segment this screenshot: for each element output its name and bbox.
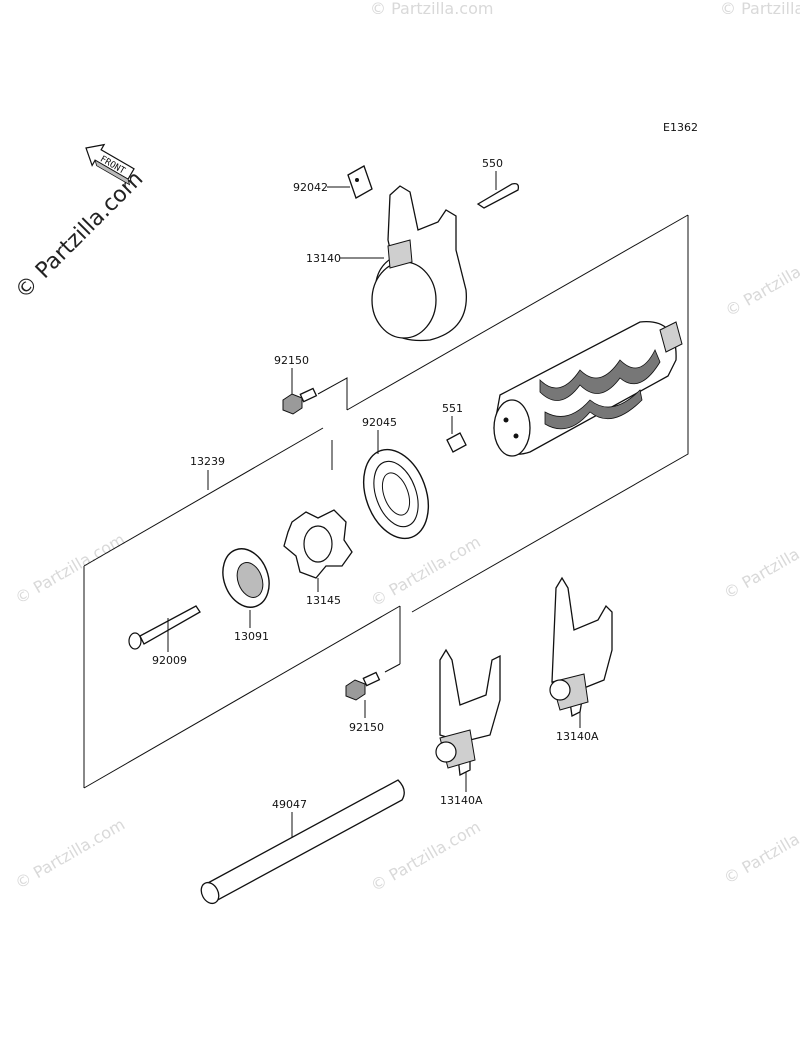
part-551-pin bbox=[446, 416, 467, 453]
watermark: © Partzilla.com bbox=[367, 817, 483, 895]
part-13140-shift-fork bbox=[340, 185, 467, 342]
callout-49047: 49047 bbox=[272, 798, 307, 811]
callout-92150-bottom: 92150 bbox=[349, 721, 384, 734]
callout-92009: 92009 bbox=[152, 654, 187, 667]
callout-13239: 13239 bbox=[190, 455, 225, 468]
part-92009-screw bbox=[128, 605, 201, 652]
part-92045-bearing bbox=[363, 430, 429, 540]
watermark: © Partzilla.com bbox=[720, 0, 800, 18]
callout-550: 550 bbox=[482, 157, 503, 170]
watermark: © Partzilla.com bbox=[367, 532, 483, 610]
watermark: © Partzilla.com bbox=[370, 0, 493, 18]
callout-13140A-right: 13140A bbox=[556, 730, 599, 743]
callout-13091: 13091 bbox=[234, 630, 269, 643]
callout-13145: 13145 bbox=[306, 594, 341, 607]
part-13140A-fork-left bbox=[435, 648, 501, 792]
watermark: © Partzilla.com bbox=[720, 810, 800, 888]
watermark: © Partzilla.com bbox=[722, 242, 800, 320]
part-13145-star-cam bbox=[283, 509, 353, 592]
part-92150-bolt-top bbox=[282, 368, 318, 415]
assembly-outline bbox=[83, 214, 689, 789]
watermark: © Partzilla.com bbox=[12, 815, 128, 893]
part-13140A-fork-right bbox=[549, 576, 613, 728]
part-shift-drum bbox=[493, 321, 683, 457]
part-550-cotter-pin bbox=[476, 171, 520, 209]
copyright-text: © Partzilla.com bbox=[11, 167, 149, 305]
part-92042-pin bbox=[327, 165, 373, 199]
callout-551: 551 bbox=[442, 402, 463, 415]
callout-92042: 92042 bbox=[293, 181, 328, 194]
callout-13140: 13140 bbox=[306, 252, 341, 265]
part-49047-shaft bbox=[200, 779, 405, 905]
diagram-code: E1362 bbox=[663, 121, 698, 134]
part-13091-plate bbox=[222, 548, 270, 628]
watermark: © Partzilla.com bbox=[720, 525, 800, 603]
callout-92045: 92045 bbox=[362, 416, 397, 429]
watermark: © Partzilla.com bbox=[12, 530, 128, 608]
part-92150-bolt-bottom bbox=[345, 671, 381, 718]
callout-13140A-left: 13140A bbox=[440, 794, 483, 807]
callout-92150-top: 92150 bbox=[274, 354, 309, 367]
